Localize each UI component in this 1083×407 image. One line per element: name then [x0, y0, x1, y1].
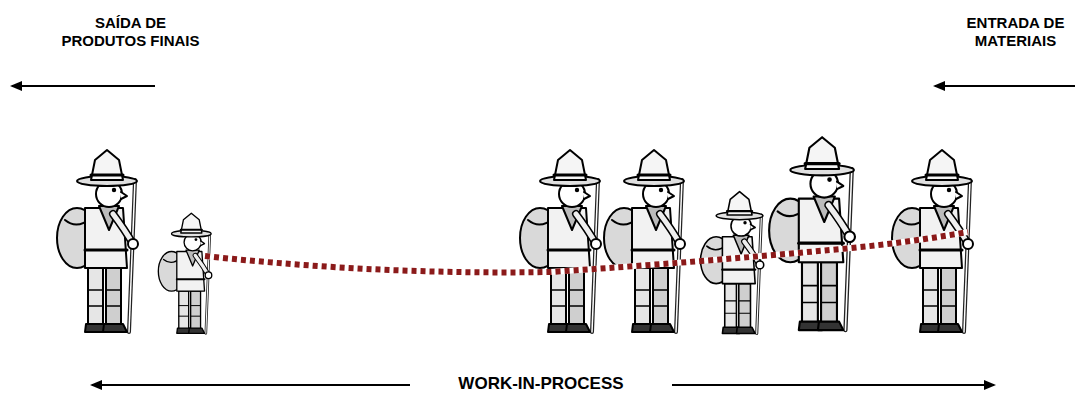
scout-figure — [520, 150, 601, 332]
input-arrow — [935, 85, 1075, 87]
scout-figure — [57, 150, 138, 332]
wip-label: WORK-IN-PROCESS — [412, 375, 670, 393]
scout-figure — [604, 150, 685, 332]
output-arrow — [12, 85, 155, 87]
input-label: ENTRADA DE MATERIAIS — [958, 14, 1073, 50]
scout-figure — [769, 137, 855, 330]
rope — [205, 232, 968, 272]
label-backdrop — [410, 372, 672, 400]
output-label: SAÍDA DE PRODUTOS FINAIS — [58, 14, 203, 50]
rope — [205, 232, 968, 272]
scout-figure — [158, 213, 211, 333]
